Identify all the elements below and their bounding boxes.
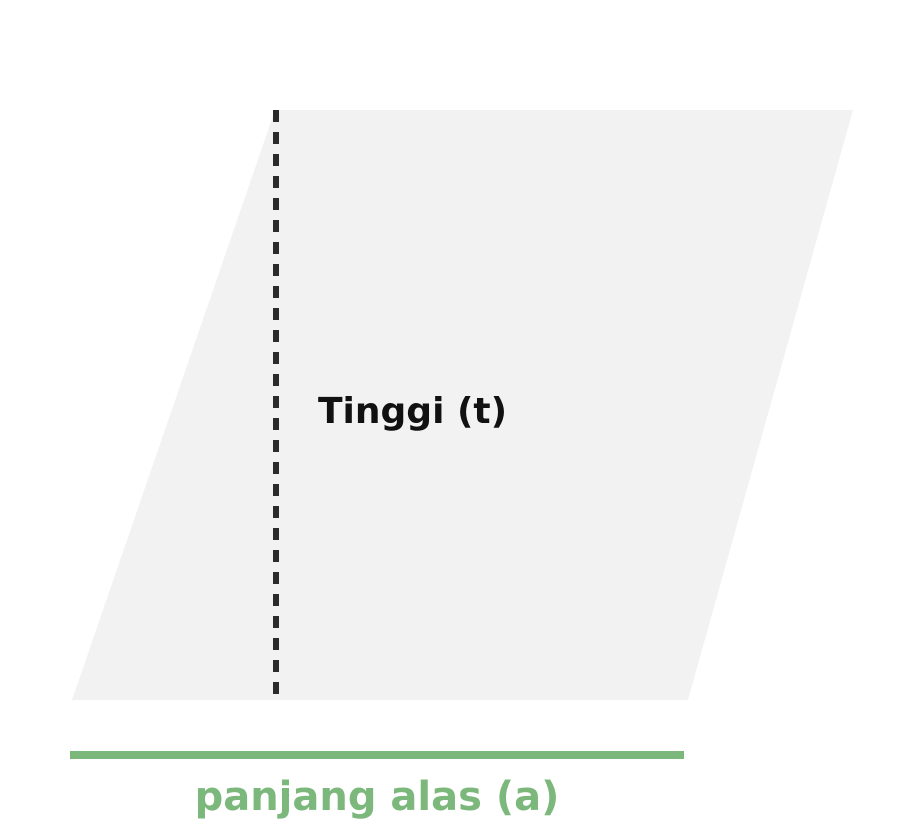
height-label: Tinggi (t)	[318, 391, 507, 432]
base-label: panjang alas (a)	[195, 774, 560, 820]
parallelogram-shape	[72, 110, 853, 700]
